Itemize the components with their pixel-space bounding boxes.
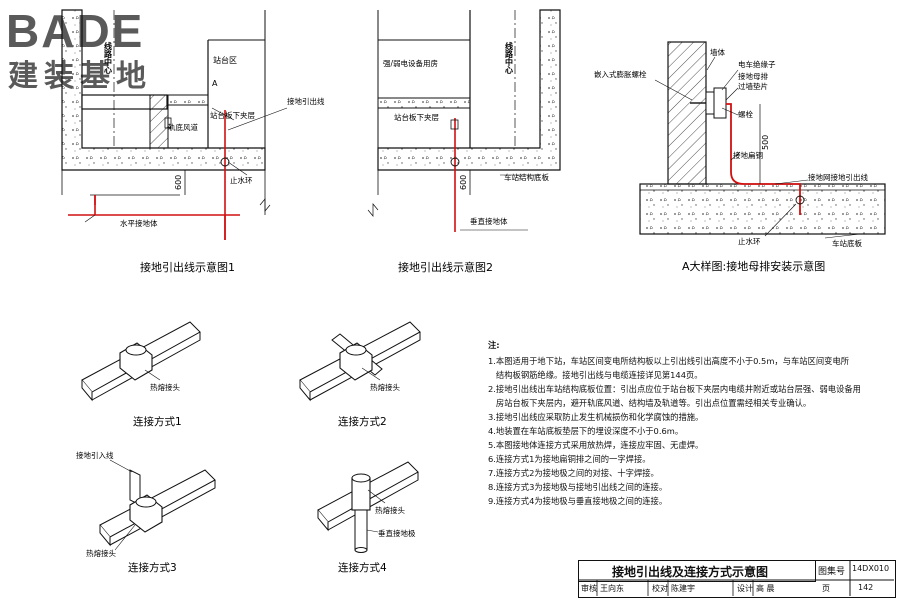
fig1-title: 接地引出线示意图1 <box>140 260 235 274</box>
fig1-water-stop: 止水环 <box>230 175 253 185</box>
conn1-title: 连接方式1 <box>133 415 182 428</box>
figure-3: 嵌入式膨胀螺栓 墙体 电车绝缘子 接地母排 过墙垫片 螺栓 接地扁铜 500 接… <box>594 41 886 273</box>
note-line: 4.地装置在车站底板垫层下的埋设深度不小于0.6m。 <box>488 426 684 436</box>
fig1-marker-a: A <box>212 79 218 88</box>
fig3-anchor-label: 嵌入式膨胀螺栓 <box>594 69 647 79</box>
fig3-bus-label: 接地母排 <box>738 71 768 81</box>
check-name: 陈建宇 <box>671 584 695 593</box>
atlas-label: 图集号 <box>818 567 846 577</box>
connection-1: 热熔接头 连接方式1 <box>81 321 201 428</box>
notes-title: 注: <box>488 340 500 350</box>
fig3-title: A大样图:接地母排安装示意图 <box>682 259 825 273</box>
conn3-label2: 接地引入线 <box>76 450 114 460</box>
fig3-dim: 500 <box>761 135 770 150</box>
fig2-vertical-label: 垂直接地体 <box>470 216 508 226</box>
conn4-label: 热熔接头 <box>375 505 405 515</box>
fig2-line-center: 线路中心 <box>504 41 514 75</box>
fig2-dim: 600 <box>459 175 468 190</box>
note-line: 8.连接方式3为接地极与接地引出线之间的连接。 <box>488 482 668 492</box>
conn3-title: 连接方式3 <box>128 561 177 574</box>
connection-3: 接地引入线 热熔接头 连接方式3 <box>76 450 216 574</box>
review-name: 王向东 <box>600 584 624 593</box>
fig1-dim: 600 <box>174 175 183 190</box>
conn2-title: 连接方式2 <box>338 415 387 428</box>
fig3-wall-label: 墙体 <box>710 47 725 57</box>
check-label: 校对 <box>652 584 668 593</box>
fig3-terminal-label: 电车绝缘子 <box>738 59 776 69</box>
fig3-base-label: 车站底板 <box>832 238 862 248</box>
fig1-platform-label: 站台区 <box>213 55 237 65</box>
design-name: 高 晨 <box>756 584 775 593</box>
notes-block: 注: 1.本图适用于地下站，车站区间变电所结构板以上引出线引出高度不小于0.5m… <box>488 338 893 508</box>
note-line: 房站台板下夹层内，避开轨底风道、结构墙及轨道等。引出点位置需经相关专业确认。 <box>488 398 812 408</box>
figure-1: 线路中心 站台区 A 站台板下夹层 轨底风道 止水环 接地引出线 水平接地体 6… <box>61 9 325 274</box>
note-line: 9.连接方式4为接地极与垂直接地极之间的连接。 <box>488 496 668 506</box>
note-line: 6.连接方式1为接地扁铜排之间的一字焊接。 <box>488 454 651 464</box>
fig2-title: 接地引出线示意图2 <box>398 260 493 274</box>
fig3-lead-label: 接地网接地引出线 <box>808 172 868 182</box>
conn2-label: 热熔接头 <box>370 382 400 392</box>
page-number: 142 <box>858 583 874 592</box>
fig2-room-label: 强/弱电设备用房 <box>383 58 438 68</box>
note-line: 结构板钢筋绝缘。接地引出线与电缆连接详见第144页。 <box>488 370 703 380</box>
conn4-label2: 垂直接地极 <box>378 528 416 538</box>
drawing-title: 接地引出线及连接方式示意图 <box>612 565 769 579</box>
fig1-duct-label: 轨底风道 <box>168 122 198 132</box>
fig2-platform-lower: 站台板下夹层 <box>394 112 439 122</box>
fig1-line-center: 线路中心 <box>103 41 113 75</box>
conn3-label: 热熔接头 <box>86 548 116 558</box>
fig2-base-label: 车站结构底板 <box>504 172 549 182</box>
fig3-cu-label: 接地扁铜 <box>733 150 763 160</box>
note-line: 2.接地引出线出车站结构底板位置：引出点应位于站台板下夹层内电缆井附近或站台层强… <box>488 384 861 394</box>
fig1-ground-lead: 接地引出线 <box>287 96 325 106</box>
conn4-title: 连接方式4 <box>338 561 387 574</box>
note-line: 1.本图适用于地下站，车站区间变电所结构板以上引出线引出高度不小于0.5m，与车… <box>488 356 850 366</box>
note-line: 5.本图接地体连接方式采用放热焊，连接应牢固、无虚焊。 <box>488 440 704 450</box>
figure-2: 强/弱电设备用房 线路中心 站台板下夹层 车站结构底板 垂直接地体 600 接地… <box>367 9 561 274</box>
atlas-number: 14DX010 <box>852 564 890 573</box>
fig1-horizontal-label: 水平接地体 <box>120 218 158 228</box>
connection-2: 热熔接头 连接方式2 <box>299 321 421 428</box>
design-label: 设计 <box>737 584 753 593</box>
note-line: 7.连接方式2为接地极之间的对接、十字焊接。 <box>488 468 659 478</box>
fig3-bolt-label: 螺栓 <box>738 109 753 119</box>
note-line: 3.接地引出线应采取防止发生机械损伤和化学腐蚀的措施。 <box>488 412 704 422</box>
fig1-platform-lower: 站台板下夹层 <box>210 110 255 120</box>
review-label: 审核 <box>581 584 597 593</box>
title-cell <box>578 560 816 582</box>
page-label: 页 <box>822 584 830 593</box>
conn1-label: 热熔接头 <box>150 382 180 392</box>
fig3-ring-label: 止水环 <box>738 236 761 246</box>
fig3-pad-label: 过墙垫片 <box>738 81 768 91</box>
connection-4: 热熔接头 垂直接地极 连接方式4 <box>317 461 419 574</box>
